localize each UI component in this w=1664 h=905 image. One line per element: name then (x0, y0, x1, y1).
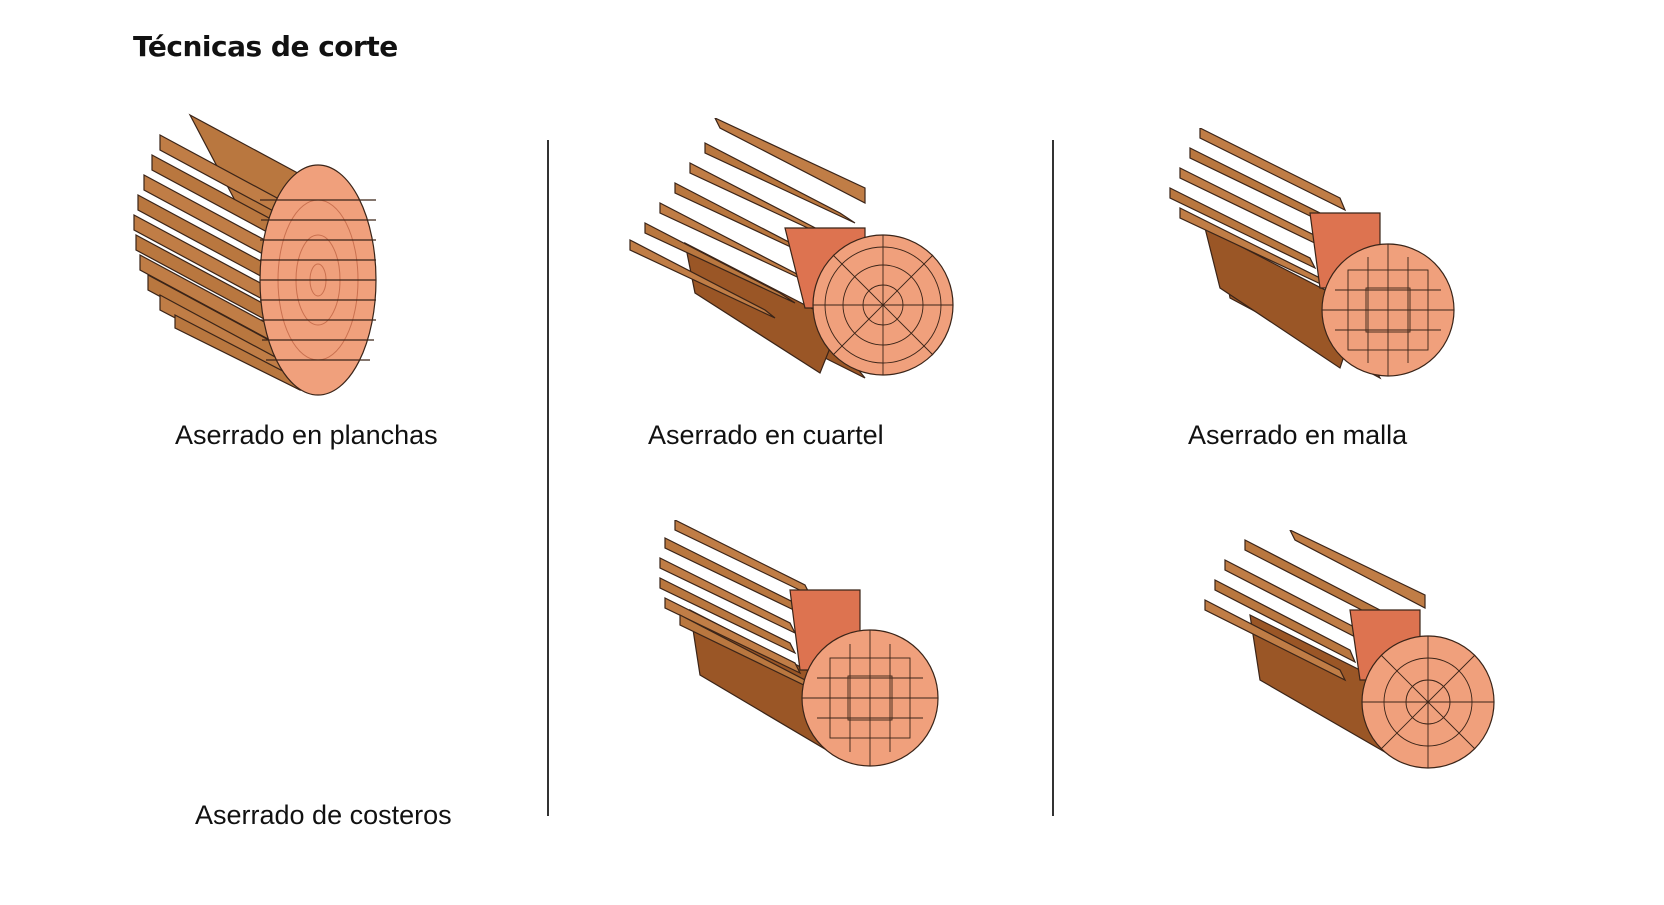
divider-left (547, 140, 549, 816)
caption-planchas: Aserrado en planchas (175, 420, 438, 450)
caption-malla: Aserrado en malla (1188, 420, 1408, 450)
log-cut-illustration-middle-bottom (659, 520, 939, 767)
divider-right (1052, 140, 1054, 816)
plain-sawn-log-illustration (133, 113, 377, 396)
caption-cuartel: Aserrado en cuartel (648, 420, 884, 450)
log-cut-illustration-right-bottom (1204, 530, 1495, 769)
top-plank (714, 118, 866, 204)
grid-sawn-log-illustration (1169, 128, 1455, 380)
end-grain-face (259, 164, 377, 396)
page-title: Técnicas de corte (133, 30, 398, 63)
caption-costeros: Aserrado de costeros (195, 800, 452, 830)
quarter-sawn-log-illustration (629, 118, 954, 379)
